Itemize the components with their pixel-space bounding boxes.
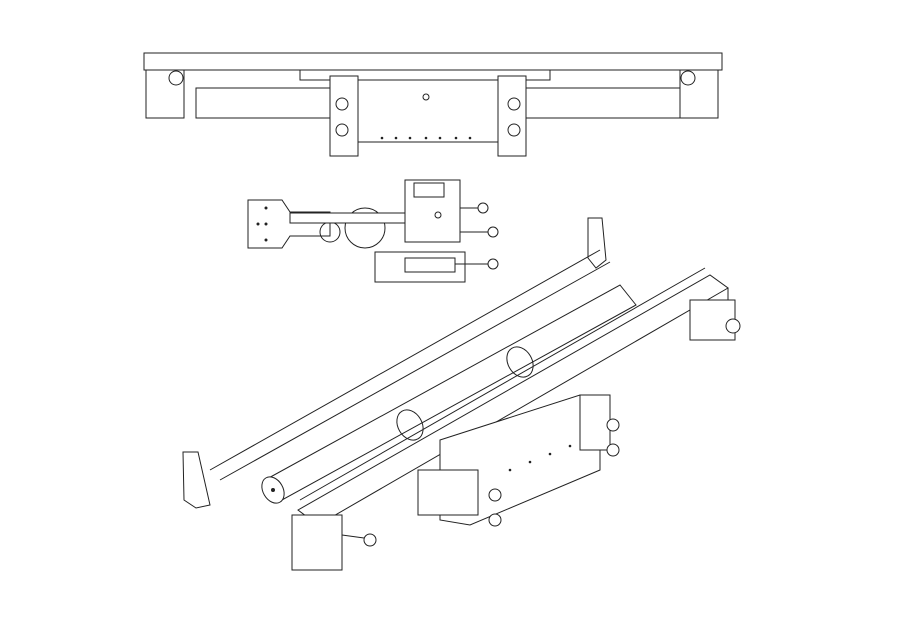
side-view	[247, 179, 499, 283]
isometric-view	[182, 217, 741, 571]
top-view	[143, 52, 723, 157]
